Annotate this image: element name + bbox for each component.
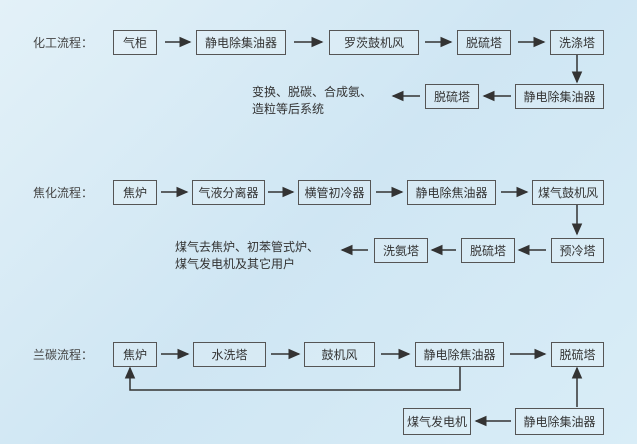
note-line: 煤气去焦炉、初苯管式炉、 [175,240,320,254]
semicoke-step-3: 鼓机风 [304,342,375,367]
coking-step-3: 横管初冷器 [298,180,371,205]
coking-step-7: 脱硫塔 [461,238,515,263]
coking-step-5: 煤气鼓机风 [532,180,604,205]
coking-step-6: 预冷塔 [551,238,604,263]
coking-step-8: 洗氨塔 [374,238,428,263]
chemical-step-6: 静电除集油器 [515,84,604,109]
chemical-flow-label: 化工流程： [33,36,94,50]
semicoke-flow-label: 兰碳流程： [33,348,94,362]
chemical-step-3: 罗茨鼓机风 [329,30,419,55]
chemical-step-2: 静电除集油器 [196,30,286,55]
coking-flow-label: 焦化流程： [33,186,94,200]
note-line: 变换、脱碳、合成氨、 [252,85,373,99]
chemical-step-5: 洗涤塔 [550,30,604,55]
semicoke-step-7: 煤气发电机 [403,408,471,435]
note-line: 煤气发电机及其它用户 [175,257,296,271]
note-line: 造粒等后系统 [252,102,325,116]
semicoke-step-6: 静电除集油器 [515,408,604,435]
semicoke-step-2: 水洗塔 [193,342,266,367]
coking-output-note: 煤气去焦炉、初苯管式炉、 煤气发电机及其它用户 [175,239,319,273]
chemical-step-1: 气柜 [113,30,157,55]
semicoke-step-4: 静电除焦油器 [415,342,504,367]
chemical-step-7: 脱硫塔 [425,84,479,109]
chemical-output-note: 变换、脱碳、合成氨、 造粒等后系统 [252,84,372,118]
chemical-step-4: 脱硫塔 [457,30,511,55]
coking-step-1: 焦炉 [113,180,157,205]
coking-step-4: 静电除焦油器 [407,180,496,205]
semicoke-step-5: 脱硫塔 [551,342,604,367]
semicoke-step-1: 焦炉 [113,342,157,367]
coking-step-2: 气液分离器 [192,180,265,205]
